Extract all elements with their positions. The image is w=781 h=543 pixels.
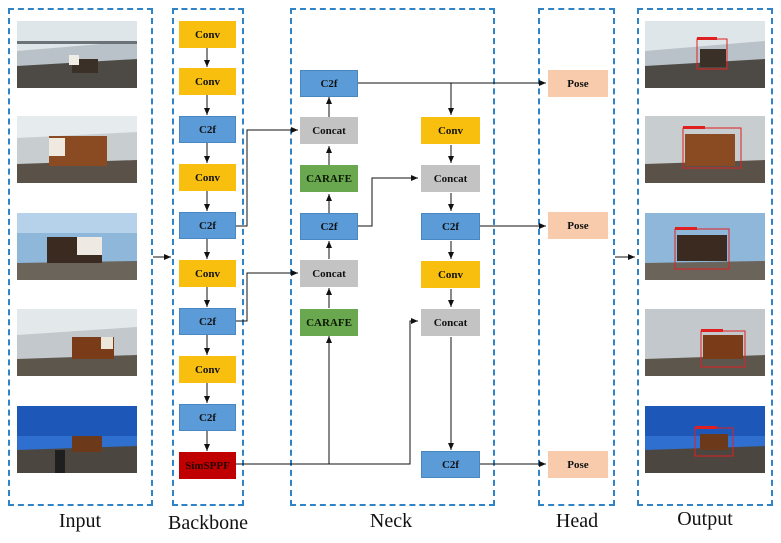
neck-concat-4: Concat (421, 309, 480, 336)
neck-panel (290, 8, 495, 506)
head-pose-1: Pose (548, 70, 608, 97)
head-pose-2: Pose (548, 212, 608, 239)
neck-c2f-top: C2f (300, 70, 358, 97)
output-image-4 (645, 309, 765, 376)
input-image-2 (17, 116, 137, 183)
output-image-3 (645, 213, 765, 280)
output-image-1 (645, 21, 765, 88)
label-backbone: Backbone (168, 512, 248, 534)
output-image-2 (645, 116, 765, 183)
backbone-c2f-1: C2f (179, 116, 236, 143)
backbone-conv-1: Conv (179, 21, 236, 48)
input-image-5 (17, 406, 137, 473)
label-input: Input (58, 510, 102, 532)
backbone-c2f-2: C2f (179, 212, 236, 239)
head-panel (538, 8, 615, 506)
neck-concat-2: Concat (300, 260, 358, 287)
neck-conv-1: Conv (421, 117, 480, 144)
output-image-5 (645, 406, 765, 473)
input-panel (8, 8, 153, 506)
backbone-c2f-3: C2f (179, 308, 236, 335)
output-panel (637, 8, 773, 506)
label-head: Head (555, 510, 599, 532)
neck-concat-3: Concat (421, 165, 480, 192)
backbone-panel (172, 8, 244, 506)
input-image-1 (17, 21, 137, 88)
backbone-conv-5: Conv (179, 356, 236, 383)
neck-carafe-2: CARAFE (300, 309, 358, 336)
label-neck: Neck (369, 510, 413, 532)
neck-carafe-1: CARAFE (300, 165, 358, 192)
backbone-simsppf: SimSPPF (179, 452, 236, 479)
neck-conv-2: Conv (421, 261, 480, 288)
neck-c2f-4: C2f (421, 451, 480, 478)
head-pose-3: Pose (548, 451, 608, 478)
neck-c2f-mid: C2f (300, 213, 358, 240)
input-image-3 (17, 213, 137, 280)
label-output: Output (677, 508, 733, 530)
backbone-conv-4: Conv (179, 260, 236, 287)
input-image-4 (17, 309, 137, 376)
backbone-conv-2: Conv (179, 68, 236, 95)
backbone-conv-3: Conv (179, 164, 236, 191)
neck-concat-1: Concat (300, 117, 358, 144)
backbone-c2f-4: C2f (179, 404, 236, 431)
neck-c2f-3: C2f (421, 213, 480, 240)
